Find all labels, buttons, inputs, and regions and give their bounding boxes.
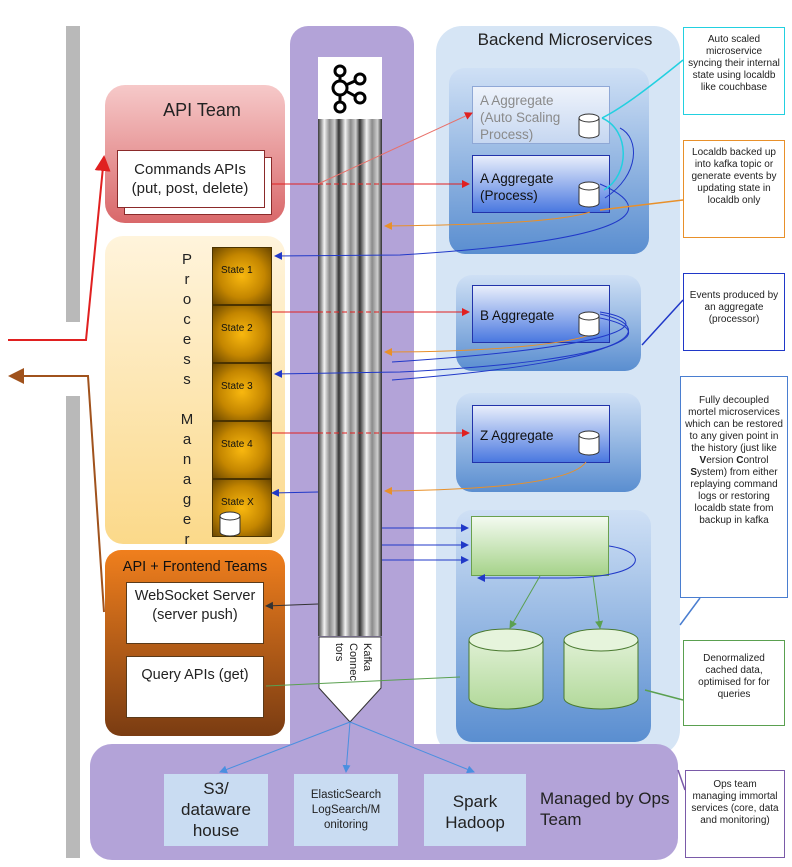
process-state-block[interactable]: State 3	[212, 363, 272, 421]
process-manager-letter: o	[182, 291, 192, 308]
process-manager-letter: r	[184, 531, 190, 548]
process-state-block[interactable]: State 4	[212, 421, 272, 479]
callout-denormalized: Denormalized cached data, optimised for …	[683, 640, 785, 726]
kafka-cylinders	[318, 119, 382, 636]
callout-decoupled-ontrol: ontrol	[743, 455, 769, 466]
elasticsearch-box[interactable]	[294, 774, 398, 846]
process-manager-letter: M	[180, 411, 194, 428]
process-manager-letter: c	[183, 311, 191, 328]
callout-denormalized-text: Denormalized cached data, optimised for …	[698, 653, 770, 700]
a-aggregate-autoscaling-label: A Aggregate (Auto Scaling Process)	[480, 93, 561, 142]
callout-decoupled-v: V	[699, 455, 707, 466]
kafka-logo-icon	[331, 64, 367, 114]
spark-box[interactable]	[424, 774, 526, 846]
query-api-box[interactable]	[126, 656, 264, 718]
callout-events-text: Events produced by an aggregate (process…	[689, 290, 779, 325]
process-state-block[interactable]: State 1	[212, 247, 272, 305]
process-manager-letter: r	[184, 271, 190, 288]
kafka-connectors-col-tors: tors	[333, 643, 345, 662]
callout-auto-scaled: Auto scaled microservice syncing their i…	[683, 27, 785, 115]
ops-title: Managed by Ops Team	[540, 789, 670, 829]
left-gray-rail-top	[66, 26, 80, 322]
callout-decoupled-text-1: Fully decoupled mortel microservices whi…	[685, 395, 783, 454]
kafka-connectors-col-connec: Connec	[347, 643, 359, 681]
callout-decoupled-ystem: ystem	[697, 467, 724, 478]
spark-label: Spark Hadoop	[445, 792, 505, 832]
callout-localdb-backup: Localdb backed up into kafka topic or ge…	[683, 140, 785, 238]
callout-decoupled-c: C	[736, 455, 744, 466]
websocket-server-label: WebSocket Server (server push)	[134, 588, 256, 623]
b-aggregate-label: B Aggregate	[480, 308, 555, 323]
callout-auto-scaled-text: Auto scaled microservice syncing their i…	[688, 34, 780, 93]
process-manager-letter: g	[182, 491, 192, 508]
api-team-title: API Team	[163, 100, 241, 120]
callout-events: Events produced by an aggregate (process…	[683, 273, 785, 351]
kafka-connectors-col-kafka: Kafka	[361, 643, 373, 672]
s3-label: S3/ dataware house	[181, 779, 251, 840]
s3-box[interactable]	[164, 774, 268, 846]
callout-localdb-backup-text: Localdb backed up into kafka topic or ge…	[691, 147, 777, 206]
callout-decoupled-ersion: ersion	[706, 455, 737, 466]
callout-decoupled-text-2: ) from either replaying command logs or …	[690, 467, 778, 526]
process-manager-letter: P	[181, 251, 192, 268]
query-processor-box[interactable]	[471, 516, 609, 576]
callout-ops-team: Ops team managing immortal services (cor…	[685, 770, 785, 858]
process-manager-letter: a	[182, 431, 192, 448]
process-manager-letter: a	[182, 471, 192, 488]
query-api-label: Query APIs (get)	[141, 667, 249, 683]
a-aggregate-process-label: A Aggregate (Process)	[480, 171, 554, 203]
elasticsearch-label: ElasticSearch LogSearch/M onitoring	[310, 789, 382, 831]
callout-decoupled: Fully decoupled mortel microservices whi…	[680, 376, 788, 598]
process-manager-letter: e	[182, 331, 192, 348]
process-manager-letter	[180, 390, 194, 410]
process-manager-letter: e	[182, 511, 192, 528]
process-manager-letter: s	[183, 371, 191, 388]
commands-api-box[interactable]	[117, 150, 265, 208]
left-gray-rail-bottom	[66, 396, 80, 858]
callout-ops-team-text: Ops team managing immortal services (cor…	[691, 779, 779, 826]
commands-api-label: Commands APIs (put, post, delete)	[131, 161, 249, 197]
process-manager-letter: s	[183, 351, 191, 368]
process-manager-letter: n	[182, 451, 192, 468]
backend-title: Backend Microservices	[477, 30, 653, 49]
z-aggregate-label: Z Aggregate	[480, 428, 554, 443]
process-state-block[interactable]: State X	[212, 479, 272, 537]
process-state-block[interactable]: State 2	[212, 305, 272, 363]
frontend-teams-title: API + Frontend Teams	[122, 559, 268, 575]
websocket-server-box[interactable]	[126, 582, 264, 644]
kafka-logo-box	[318, 57, 382, 119]
callout-decoupled-s: S	[690, 467, 698, 478]
